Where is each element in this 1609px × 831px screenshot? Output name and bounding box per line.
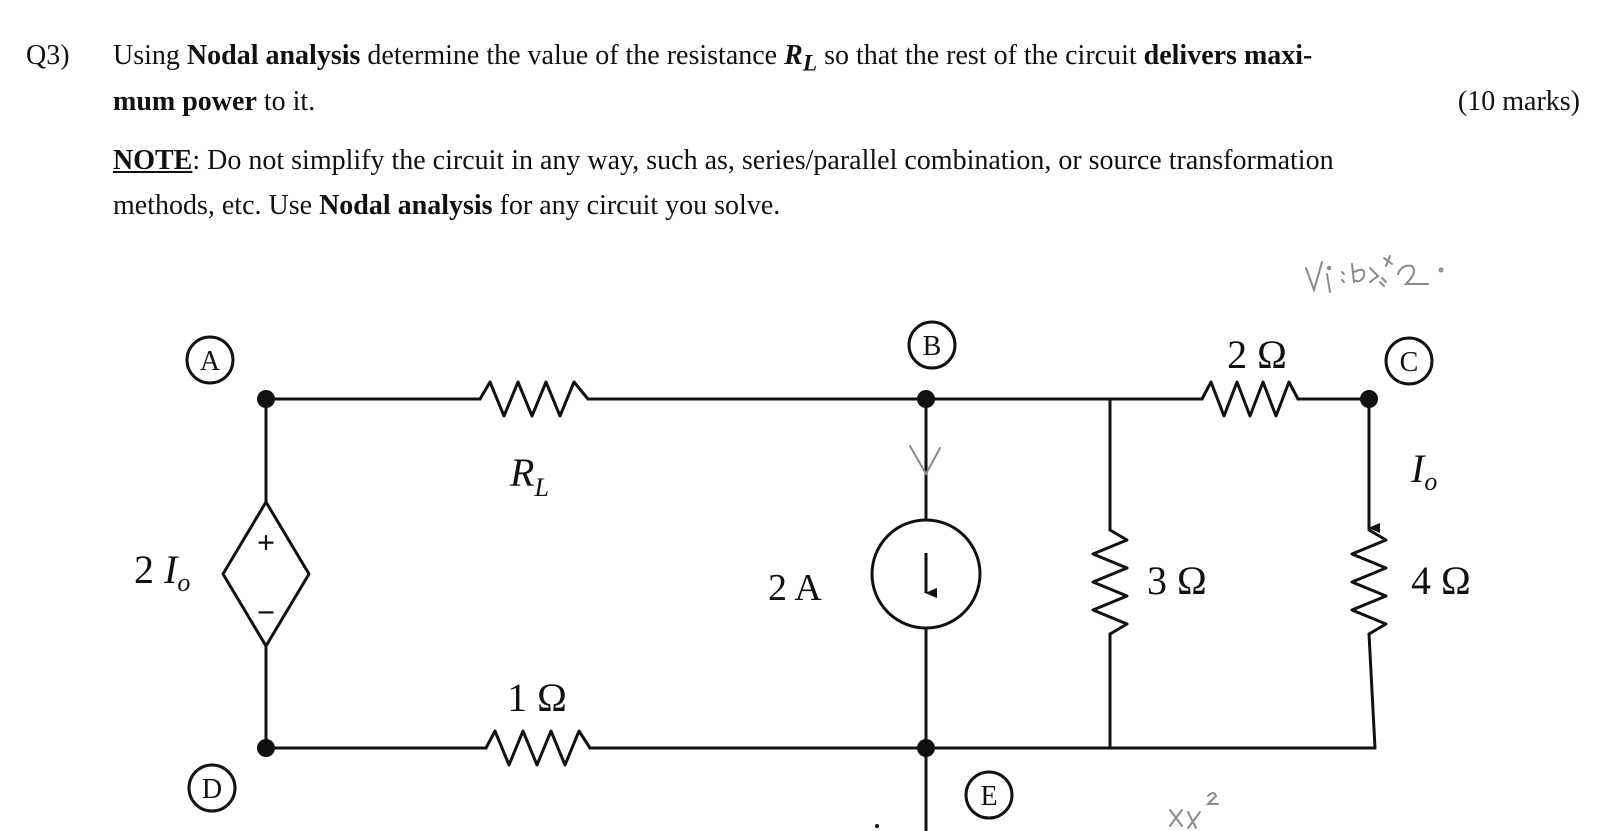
io-current-label: Io	[1410, 446, 1437, 496]
question-number: Q3)	[26, 40, 70, 71]
dep-var: I	[163, 547, 179, 592]
current-source-label: 2 A	[768, 567, 822, 609]
question-text-line2: mum power to it.	[113, 86, 315, 118]
resistor-1ohm-label: 1 Ω	[507, 675, 567, 720]
q2-text: to it.	[256, 86, 316, 117]
node-e-circle	[964, 770, 1014, 820]
handwritten-checkmark	[909, 445, 941, 477]
note-label: NOTE	[113, 145, 193, 176]
q1-bold-delivers: delivers maxi-	[1143, 40, 1313, 71]
rl-letter: R	[509, 450, 534, 495]
junction-dot-a	[257, 390, 275, 408]
resistor-3ohm-label: 3 Ω	[1147, 558, 1207, 603]
node-e-label: E	[980, 781, 997, 812]
resistor-1ohm-zigzag	[484, 729, 592, 767]
handwritten-note-top-right	[1305, 255, 1444, 294]
q1-text-b: determine the value of the resistance	[360, 40, 785, 71]
resistor-3ohm-zigzag	[1091, 528, 1129, 636]
node-c-circle	[1384, 336, 1434, 386]
node-d-label: D	[202, 774, 222, 805]
source-minus-sign: −	[257, 594, 275, 630]
io-sub: o	[1424, 467, 1437, 496]
q1-rl-symbol: RL	[784, 40, 817, 77]
io-var: I	[1410, 446, 1426, 491]
dependent-source-label: 2 Io	[134, 547, 190, 597]
junction-dot-e	[917, 739, 935, 757]
q2-bold-power: mum power	[113, 86, 257, 117]
q1-text-c: so that the rest of the circuit	[817, 40, 1144, 71]
node-a-circle	[185, 335, 235, 385]
node-c-label: C	[1400, 347, 1419, 378]
marks-label: (10 marks)	[1457, 86, 1580, 117]
junction-dot-c	[1360, 390, 1378, 408]
resistor-rl-zigzag	[478, 380, 590, 418]
note-text1: : Do not simplify the circuit in any way…	[192, 145, 1334, 176]
junction-dot-b	[917, 390, 935, 408]
note-line1: NOTE: Do not simplify the circuit in any…	[113, 145, 1334, 177]
resistor-4ohm-label: 4 Ω	[1411, 558, 1471, 603]
note-text2b: for any circuit you solve.	[492, 190, 781, 221]
node-a-label: A	[200, 346, 221, 377]
node-b-circle	[907, 320, 957, 370]
resistor-2ohm-zigzag	[1200, 380, 1300, 418]
note-line2: methods, etc. Use Nodal analysis for any…	[113, 190, 780, 222]
junction-dot-d	[257, 739, 275, 757]
q1-rl-subscript: L	[802, 50, 818, 77]
rl-subscript: L	[533, 473, 548, 502]
source-plus-sign: +	[257, 524, 275, 560]
wire-4ohm-bottom	[1367, 632, 1377, 750]
handwritten-note-bottom	[1169, 792, 1219, 829]
q1-text-a: Using	[113, 40, 187, 71]
resistor-rl-label: RL	[509, 450, 549, 502]
stray-dot	[875, 824, 879, 828]
q1-bold-nodal: Nodal analysis	[186, 40, 361, 71]
question-text-line1: Using Nodal analysis determine the value…	[113, 40, 1312, 78]
note-text2a: methods, etc. Use	[113, 190, 320, 221]
node-d-circle	[187, 763, 237, 813]
node-b-label: B	[923, 331, 942, 362]
q1-rl-letter: R	[784, 40, 803, 71]
resistor-2ohm-label: 2 Ω	[1227, 332, 1287, 377]
dep-sub: o	[177, 568, 190, 597]
note-bold-nodal: Nodal analysis	[319, 190, 493, 221]
dep-coeff: 2	[134, 547, 164, 592]
resistor-4ohm-zigzag	[1350, 528, 1388, 636]
